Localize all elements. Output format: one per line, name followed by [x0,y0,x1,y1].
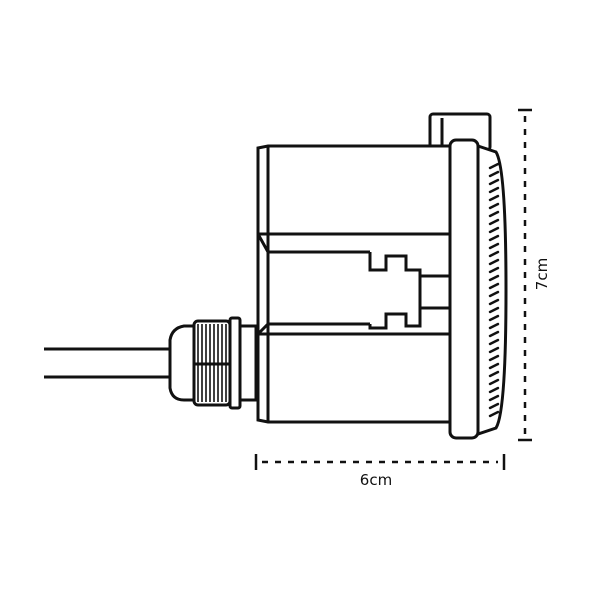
bezel-ticks [488,162,500,418]
bezel-tick [488,338,500,346]
bezel-tick [488,314,500,322]
bezel-tick [488,170,500,178]
bezel-tick [488,306,500,314]
bezel-tick [488,362,500,370]
cable-gland [168,316,258,410]
bezel-tick [488,178,500,186]
height-label: 7cm [533,258,551,290]
bezel-tick [488,354,500,362]
bezel-tick [488,218,500,226]
bezel-tick [488,298,500,306]
connector-pin [368,252,452,330]
bezel-tick [488,378,500,386]
device-body [256,112,492,424]
bezel-tick [488,290,500,298]
front-bezel [448,138,508,440]
bezel-tick [488,186,500,194]
bezel-tick [488,370,500,378]
bezel-tick [488,394,500,402]
bezel-tick [488,282,500,290]
cable [44,347,172,379]
bezel-tick [488,194,500,202]
bezel-tick [488,274,500,282]
bezel-tick [488,226,500,234]
bezel-tick [488,162,500,170]
bezel-tick [488,410,500,418]
bezel-tick [488,242,500,250]
width-label: 6cm [360,471,392,489]
bezel-tick [488,402,500,410]
bezel-tick [488,202,500,210]
bezel-tick [488,250,500,258]
bezel-tick [488,330,500,338]
bezel-tick [488,210,500,218]
bezel-tick [488,346,500,354]
bezel-tick [488,266,500,274]
bezel-tick [488,258,500,266]
bezel-tick [488,386,500,394]
width-dimension [254,454,506,470]
height-dimension [518,108,532,442]
bezel-tick [488,322,500,330]
bezel-tick [488,234,500,242]
